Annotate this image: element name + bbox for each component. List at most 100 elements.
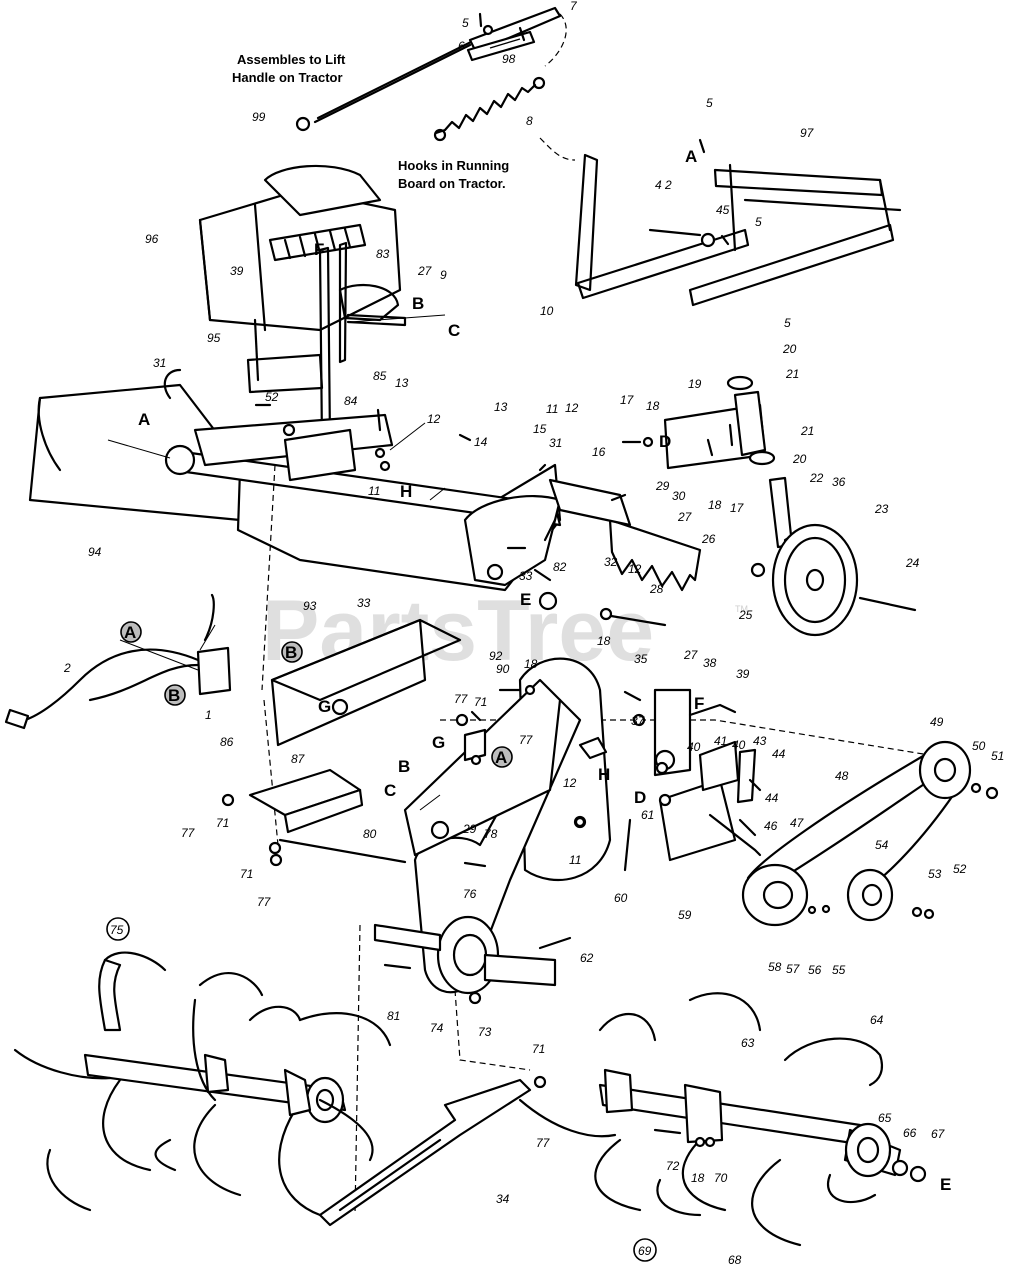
lift-plate-6 <box>466 30 536 62</box>
part-number: 68 <box>728 1253 742 1267</box>
part-number: 31 <box>549 436 562 450</box>
part-number: 77 <box>536 1136 551 1150</box>
part-number: 43 <box>753 734 767 748</box>
part-number: 11 <box>569 853 581 867</box>
letter-a: A <box>138 410 150 429</box>
part-number: 29 <box>655 479 670 493</box>
part-number: 61 <box>641 808 654 822</box>
pin-98 <box>518 26 526 42</box>
part-number: 81 <box>387 1009 400 1023</box>
part-number: 77 <box>257 895 272 909</box>
washer-6 <box>482 24 494 36</box>
part-number: 22 <box>809 471 824 485</box>
part-number: 34 <box>496 1192 510 1206</box>
belt-guard-86 <box>270 618 462 747</box>
part-number: 40 <box>687 740 701 754</box>
part-number: 12 <box>427 412 441 426</box>
part-number: 72 <box>666 1159 680 1173</box>
screw-5-top <box>478 12 483 28</box>
part-number: 26 <box>701 532 716 546</box>
circled-letter-a: A <box>124 623 136 642</box>
note-running-board-line2: Board on Tractor. <box>398 176 506 191</box>
part-number: 13 <box>395 376 409 390</box>
part-number: 25 <box>738 608 753 622</box>
part-number: 37 <box>631 714 646 728</box>
part-number: 96 <box>145 232 159 246</box>
part-number: 47 <box>790 816 805 830</box>
part-number: 40 <box>732 738 746 752</box>
letter-f: F <box>314 240 324 259</box>
tine-assembly-left <box>13 951 392 1217</box>
part-number: 93 <box>303 599 317 613</box>
part-number: 24 <box>905 556 920 570</box>
part-number: 30 <box>672 489 686 503</box>
part-number: 5 <box>784 316 791 330</box>
part-number: 7 <box>570 0 578 13</box>
tine-assembly-right <box>518 992 927 1247</box>
part-number: 12 <box>565 401 579 415</box>
note-lift-handle-line1: Assembles to Lift <box>237 52 346 67</box>
part-number: 63 <box>741 1036 755 1050</box>
part-number: 27 <box>683 648 699 662</box>
part-number: 99 <box>252 110 266 124</box>
part-number: 57 <box>786 962 801 976</box>
part-number: 56 <box>808 963 822 977</box>
part-number: 33 <box>519 569 533 583</box>
assembly-notes: Assembles to Lift Handle on Tractor Hook… <box>232 52 509 191</box>
clutch-linkage <box>623 688 762 872</box>
part-number: 49 <box>930 715 944 729</box>
part-number: 83 <box>376 247 390 261</box>
part-number: 2 <box>63 661 71 675</box>
circled-letter-b: B <box>168 686 180 705</box>
part-number: 71 <box>474 695 487 709</box>
part-number: 62 <box>580 951 594 965</box>
part-number: 52 <box>953 862 967 876</box>
main-axle-14 <box>164 444 562 527</box>
part-number: 31 <box>153 356 166 370</box>
part-number: 9 <box>440 268 447 282</box>
part-number: 12 <box>628 562 642 576</box>
letter-a: A <box>685 147 697 166</box>
part-number: 18 <box>691 1171 705 1185</box>
part-number: 51 <box>991 749 1004 763</box>
part-number: 21 <box>785 367 799 381</box>
part-number: 87 <box>291 752 306 766</box>
side-plate-80 <box>403 678 562 857</box>
part-number: 15 <box>533 422 547 436</box>
belt-pulleys <box>741 740 999 927</box>
part-number: 36 <box>832 475 846 489</box>
letter-e: E <box>940 1175 951 1194</box>
hitch-frame-97 <box>574 138 902 307</box>
part-number: 17 <box>730 501 745 515</box>
part-number: 48 <box>835 769 849 783</box>
part-number: 38 <box>703 656 717 670</box>
part-number: 5 <box>755 215 762 229</box>
part-number: 70 <box>714 1171 728 1185</box>
part-number: 19 <box>688 377 702 391</box>
letter-b: B <box>412 294 424 313</box>
part-number: 17 <box>620 393 635 407</box>
bolt-95 <box>253 318 260 382</box>
lift-plate-slot <box>489 38 521 49</box>
part-number: 64 <box>870 1013 884 1027</box>
part-number: 50 <box>972 739 986 753</box>
part-number: 8 <box>526 114 533 128</box>
part-number: 95 <box>207 331 221 345</box>
part-number: 85 <box>373 369 387 383</box>
part-number: 27 <box>417 264 433 278</box>
part-number: 10 <box>540 304 554 318</box>
part-number: 46 <box>764 819 778 833</box>
lift-rod-assembly <box>295 6 567 132</box>
letter-d: D <box>634 788 646 807</box>
part-number: 33 <box>357 596 371 610</box>
part-number: 84 <box>344 394 358 408</box>
part-number: 71 <box>532 1042 545 1056</box>
dashed-guide-lower <box>354 924 361 1216</box>
part-number: 16 <box>592 445 606 459</box>
part-number: 44 <box>765 791 779 805</box>
part-number: 94 <box>88 545 102 559</box>
part-number: 75 <box>110 923 124 937</box>
dashed-guide-bottom <box>454 989 531 1071</box>
part-number: 11 <box>368 484 380 498</box>
part-number: 20 <box>782 342 797 356</box>
